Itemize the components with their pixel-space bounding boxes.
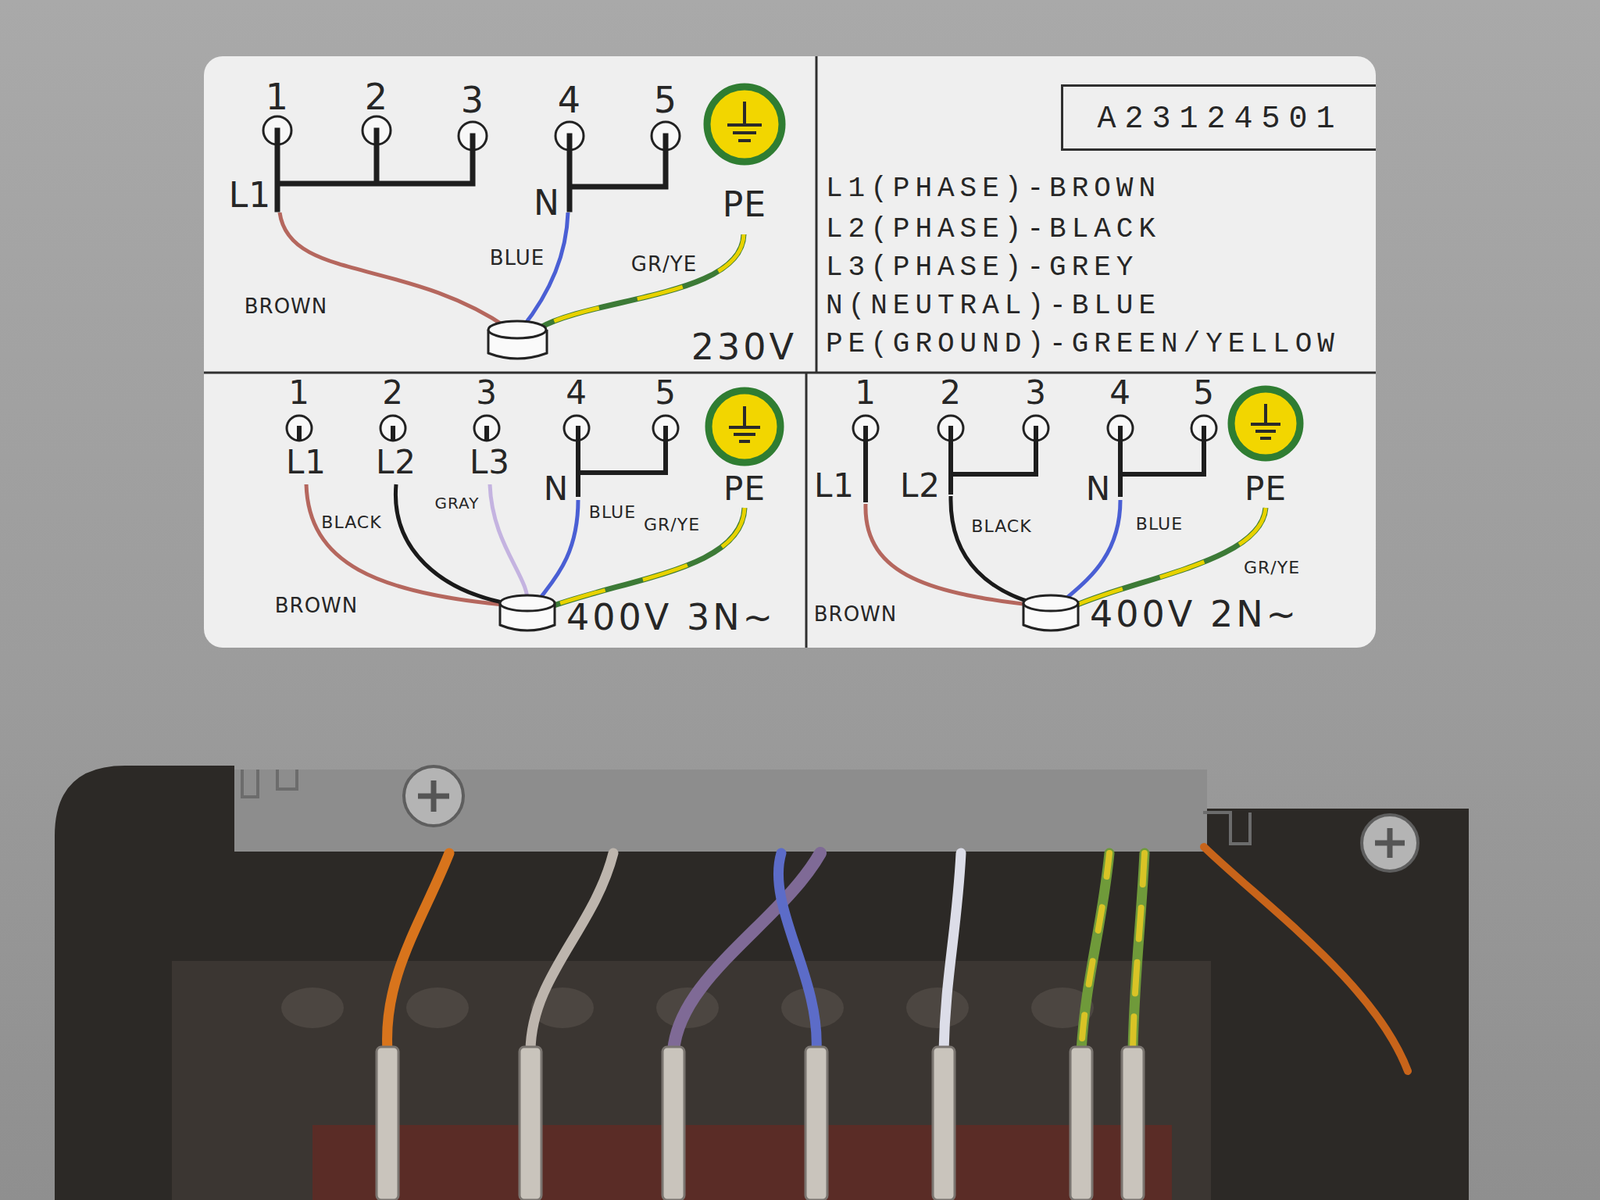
wire-colour-label: BROWN <box>275 595 359 616</box>
terminal-name: L2 <box>900 469 941 503</box>
voltage-label: 400V 2N~ <box>1089 596 1300 633</box>
terminal-name: PE <box>722 187 767 222</box>
terminal-number: 5 <box>653 82 678 118</box>
terminals-230v <box>263 86 783 359</box>
housing-opening <box>54 765 1469 1200</box>
terminal-name: L3 <box>469 446 511 479</box>
terminal-name: L2 <box>375 446 417 479</box>
metal-flange <box>234 769 1208 852</box>
spade-connectors <box>376 1046 1144 1200</box>
voltage-label: 400V 3N~ <box>566 599 776 636</box>
terminal-name: N <box>1085 472 1111 506</box>
wire-colour-label: BROWN <box>814 603 898 625</box>
terminal-number: 4 <box>557 82 582 118</box>
colour-key-line: N(NEUTRAL)-BLUE <box>825 292 1161 321</box>
terminal-number: 2 <box>382 376 404 410</box>
terminal-number: 4 <box>1109 376 1132 410</box>
terminal-name: PE <box>1244 472 1287 506</box>
terminal-number: 1 <box>265 78 290 115</box>
card-dividers <box>203 56 1376 648</box>
wire-colour-label: BROWN <box>244 296 329 317</box>
terminal-number: 1 <box>854 376 877 410</box>
terminal-number: 1 <box>288 376 311 410</box>
terminal-number: 3 <box>1025 376 1047 410</box>
colour-key-line: PE(GROUND)-GREEN/YELLOW <box>825 330 1340 359</box>
terminal-name: PE <box>723 472 766 506</box>
terminal-name: L1 <box>228 178 272 213</box>
terminals-2n <box>853 389 1300 631</box>
wire-colour-label: BLACK <box>971 517 1032 536</box>
part-number-box: A23124501 <box>1060 84 1376 151</box>
wire-colour-label: GR/YE <box>1243 559 1300 577</box>
terminal-name: N <box>543 472 569 506</box>
terminal-name: L1 <box>285 446 327 479</box>
terminal-number: 3 <box>460 82 485 118</box>
wire-colour-label: BLUE <box>589 503 636 522</box>
terminal-name: L1 <box>814 469 855 503</box>
colour-key-line: L1(PHASE)-BROWN <box>825 175 1161 204</box>
screws <box>403 766 1418 872</box>
wires <box>387 846 1408 1072</box>
label-card <box>203 56 1376 648</box>
wire-colour-label: GRAY <box>435 495 480 511</box>
wire-colour-label: GR/YE <box>643 516 700 534</box>
wire-colour-label: BLUE <box>1135 515 1183 533</box>
terminal-number: 3 <box>475 376 498 410</box>
colour-key-line: L3(PHASE)-GREY <box>825 253 1139 283</box>
flange-notches <box>242 769 1250 844</box>
terminal-strip <box>312 1125 1172 1200</box>
terminal-number: 5 <box>1192 376 1215 410</box>
terminal-number: 4 <box>565 376 588 410</box>
terminal-name: N <box>533 185 561 221</box>
wire-colour-label: GR/YE <box>631 253 697 275</box>
terminals-3n <box>286 390 781 631</box>
wire-colour-label: BLUE <box>489 247 546 268</box>
part-number: A23124501 <box>1096 103 1343 136</box>
colour-key-panel: L1(PHASE)-BROWN L2(PHASE)-BLACK L3(PHASE)-… <box>816 56 1376 373</box>
colour-key-line: L2(PHASE)-BLACK <box>825 215 1161 244</box>
terminal-number: 2 <box>364 78 389 115</box>
terminal-number: 5 <box>654 376 677 410</box>
terminal-number: 2 <box>939 376 962 410</box>
wire-colour-label: BLACK <box>321 514 382 532</box>
voltage-label: 230V <box>691 328 797 365</box>
